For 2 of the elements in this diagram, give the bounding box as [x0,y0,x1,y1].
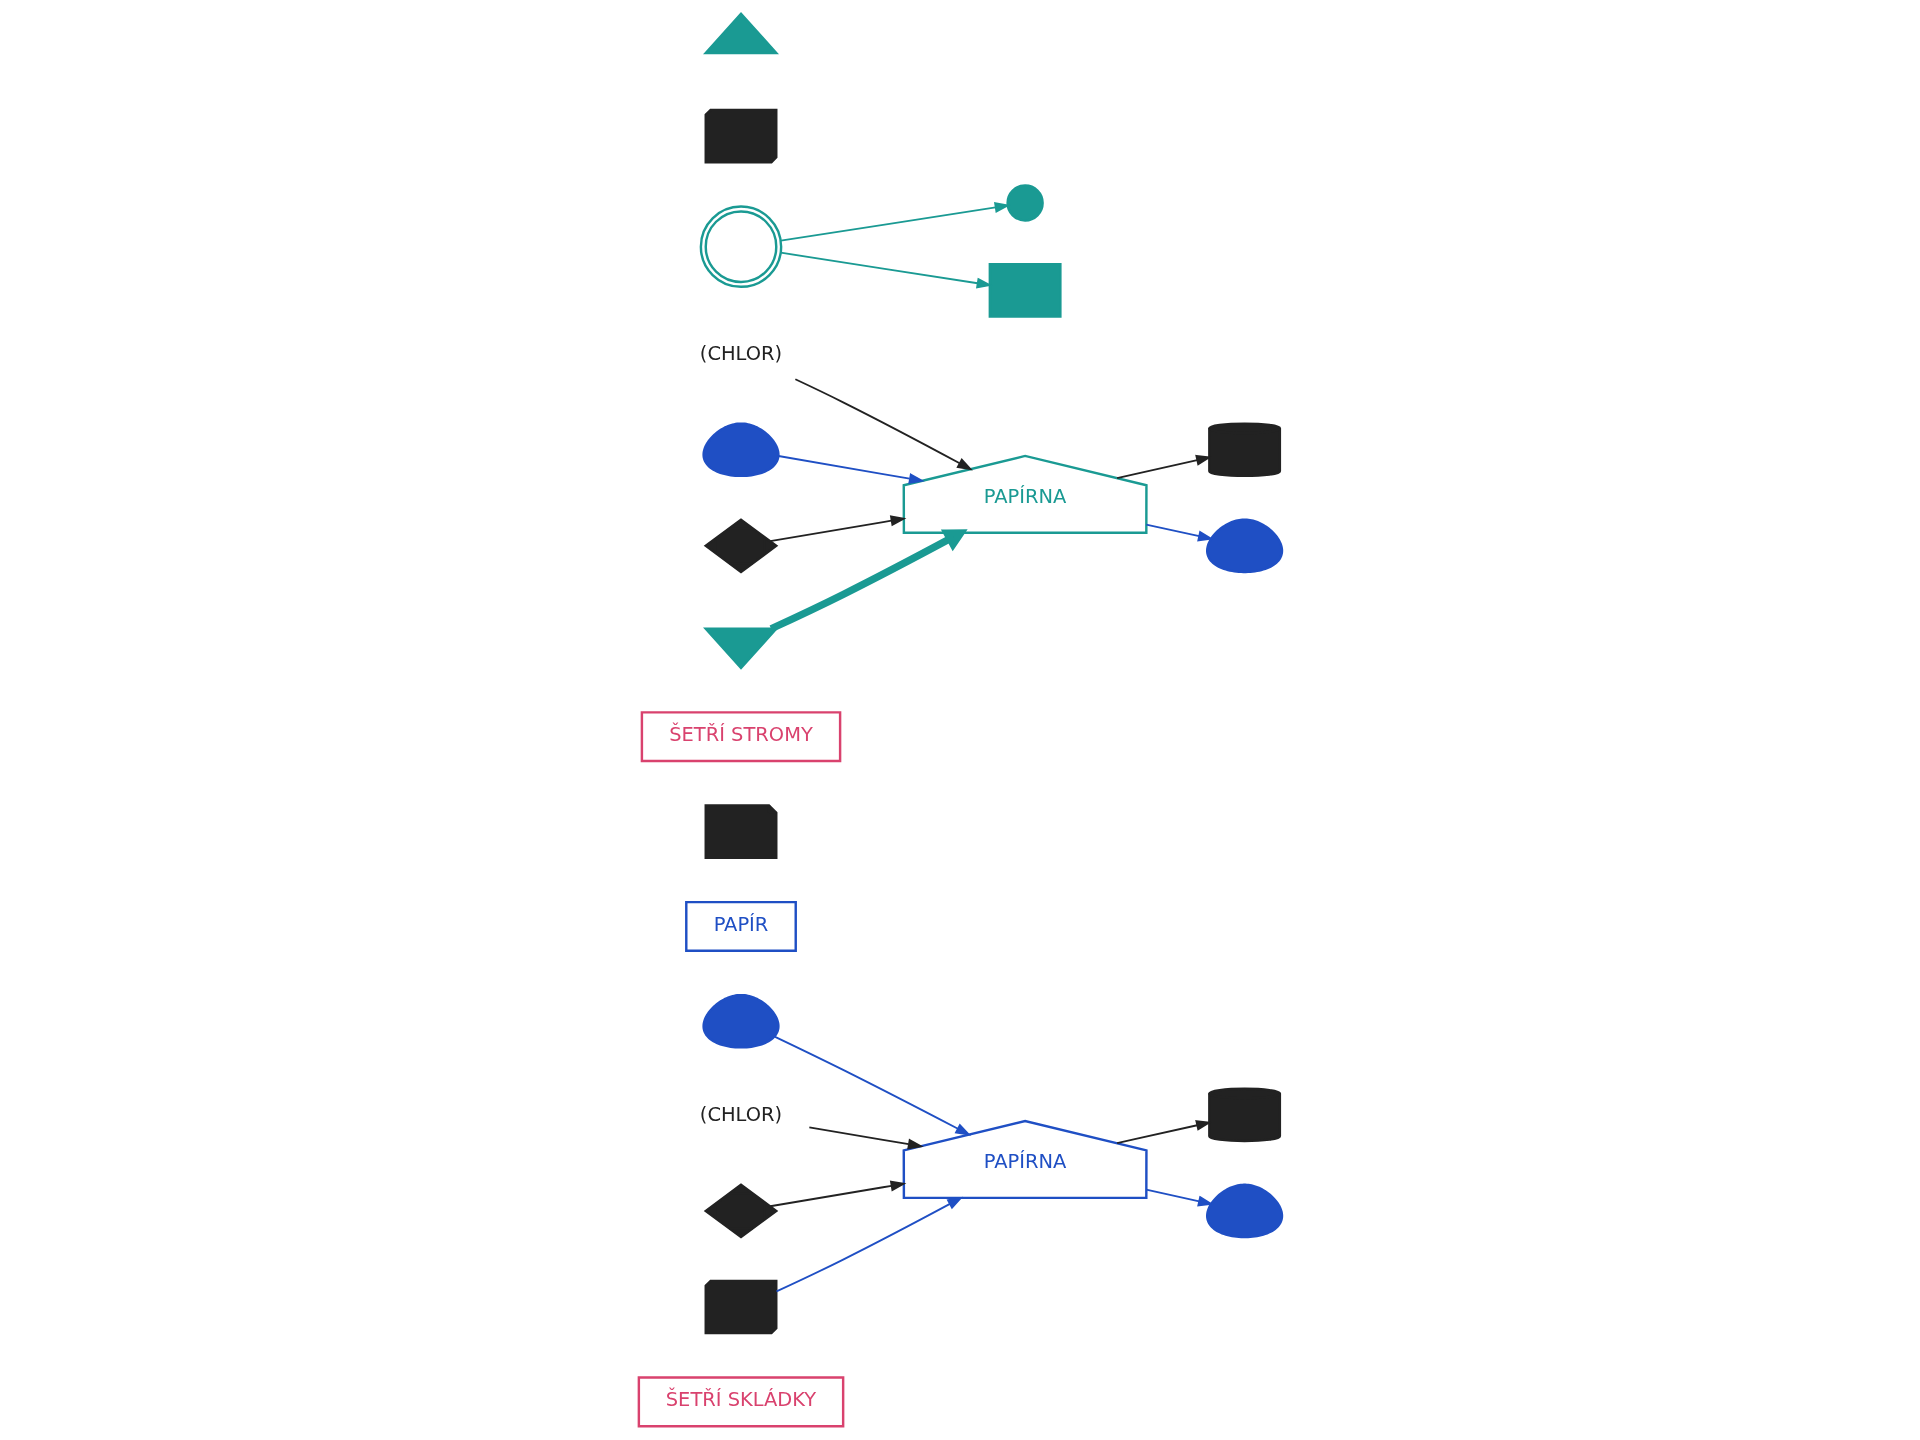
node-text: (CHLOR) [699,341,782,365]
node-text: (CHLOR) [699,1102,782,1126]
